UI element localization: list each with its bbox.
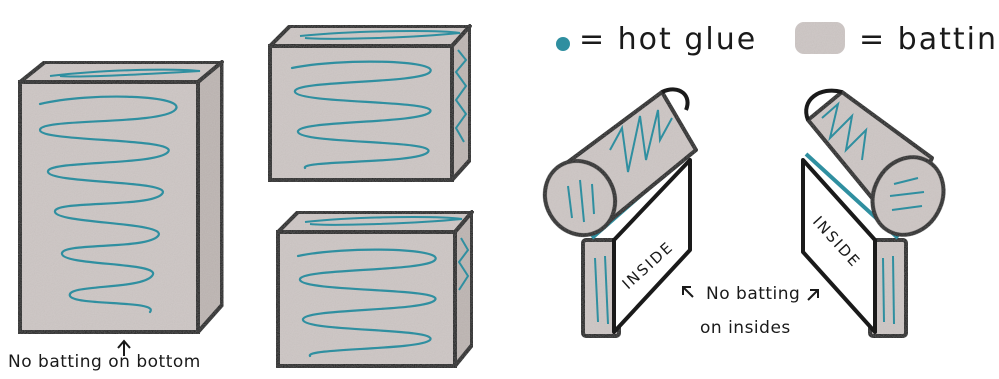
- no-batting-bottom-note: No batting on bottom: [8, 352, 201, 372]
- upper-block-side: [452, 26, 470, 180]
- glue-dot-swatch: [556, 37, 570, 51]
- no-batting-insides-note-line1: No batting: [706, 284, 800, 304]
- upper-block: [270, 26, 470, 180]
- right-inside-arrow: [808, 290, 818, 300]
- lower-block-side: [455, 212, 472, 366]
- lower-block: [278, 212, 472, 366]
- left-inside-arrow: [683, 287, 693, 297]
- no-batting-insides-note-line2: on insides: [700, 318, 791, 338]
- batting-legend-label: = batting: [859, 22, 999, 57]
- tall-block-front: [20, 82, 198, 332]
- right-armrest: INSIDE: [803, 91, 957, 336]
- lower-block-front: [278, 232, 455, 366]
- tall-block-side: [198, 62, 222, 332]
- tall-block: [20, 62, 222, 332]
- batting-swatch: [795, 22, 845, 54]
- glue-legend-label: = hot glue: [579, 22, 757, 57]
- left-armrest: INSIDE: [532, 89, 696, 336]
